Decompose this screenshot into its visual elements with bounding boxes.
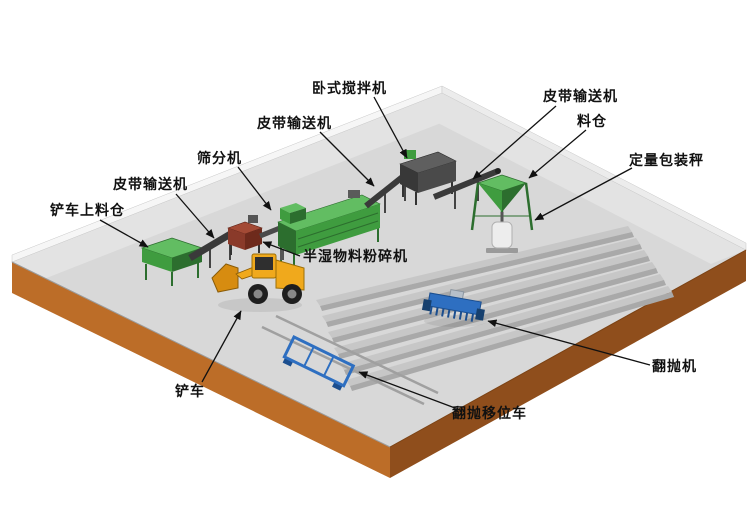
label-compost-turner: 翻抛机 bbox=[652, 358, 697, 374]
loader-shadow bbox=[218, 298, 302, 312]
label-loader-feed-hopper: 铲车上料仓 bbox=[50, 202, 125, 218]
cart-wheel bbox=[282, 357, 294, 367]
packing-scale bbox=[486, 212, 518, 253]
screen-motor bbox=[348, 190, 360, 198]
platform-side-right bbox=[390, 250, 746, 478]
label-belt-conveyor-middle: 皮带输送机 bbox=[257, 115, 332, 131]
windrow-row bbox=[334, 262, 658, 359]
platform bbox=[11, 85, 747, 478]
arrow-storage-silo bbox=[528, 129, 587, 179]
packing-bag bbox=[491, 221, 513, 249]
platform-aisle-right bbox=[407, 93, 746, 264]
arrow-wheel-loader bbox=[201, 310, 242, 383]
loader-engine-body bbox=[275, 259, 305, 291]
arrow-screening-machine bbox=[237, 166, 272, 211]
cart-rails bbox=[261, 314, 439, 406]
turner-tines bbox=[429, 306, 475, 322]
arrow-horizontal-mixer bbox=[373, 96, 408, 159]
turner-body bbox=[427, 292, 482, 316]
arrow-semi-wet-crusher bbox=[262, 241, 301, 257]
annotation-arrows bbox=[99, 96, 651, 409]
loader-bucket bbox=[211, 263, 239, 293]
arrow-compost-turner bbox=[487, 319, 651, 366]
turner-wheel-right bbox=[475, 308, 485, 321]
loader-cab-window bbox=[255, 257, 273, 270]
platform-front-edge-left bbox=[11, 261, 391, 448]
arrow-packing-scale bbox=[534, 167, 633, 221]
windrow-rows bbox=[316, 226, 674, 391]
windrow-row bbox=[328, 250, 650, 343]
platform-front-edge-right bbox=[389, 249, 747, 448]
label-belt-conveyor-right: 皮带输送机 bbox=[543, 88, 618, 104]
label-packing-scale: 定量包装秤 bbox=[629, 152, 704, 168]
cart-crossbars bbox=[303, 346, 335, 377]
scale-platform bbox=[486, 248, 518, 253]
label-screening-machine: 筛分机 bbox=[197, 150, 242, 166]
crusher-motor bbox=[248, 215, 258, 223]
windrow-row bbox=[340, 274, 666, 375]
arrow-belt-conveyor-middle bbox=[319, 131, 375, 187]
arrow-turner-shift-cart bbox=[358, 371, 456, 409]
windrow-row bbox=[316, 226, 634, 311]
compost-turner bbox=[421, 289, 488, 327]
label-semi-wet-crusher: 半湿物料粉碎机 bbox=[303, 248, 408, 264]
screen-feed-hopper bbox=[280, 203, 306, 224]
turner-shift-cart bbox=[282, 334, 356, 391]
cart-frame bbox=[282, 334, 356, 388]
mixer-motor bbox=[404, 150, 416, 159]
loader-exhaust bbox=[280, 250, 284, 260]
windrow-row bbox=[322, 238, 642, 327]
label-belt-conveyor-left: 皮带输送机 bbox=[113, 176, 188, 192]
windrow-row bbox=[346, 286, 674, 391]
arrow-belt-conveyor-left bbox=[175, 193, 215, 239]
wheel-loader bbox=[211, 250, 305, 312]
label-turner-shift-cart: 翻抛移位车 bbox=[452, 405, 527, 421]
head-pulley bbox=[495, 168, 501, 174]
transfer-chute bbox=[259, 225, 281, 239]
screening-machine bbox=[277, 190, 381, 269]
arrow-belt-conveyor-right bbox=[472, 105, 557, 180]
platform-back-wall-right bbox=[441, 85, 747, 251]
platform-aisle-left bbox=[12, 93, 474, 279]
cart-wheel bbox=[332, 381, 343, 391]
semi-wet-crusher bbox=[227, 215, 263, 255]
turner-wheel-left bbox=[421, 299, 432, 312]
platform-side-left bbox=[12, 262, 390, 478]
loader-feed-hopper bbox=[140, 237, 204, 286]
label-horizontal-mixer: 卧式搅拌机 bbox=[312, 80, 387, 96]
label-wheel-loader: 铲车 bbox=[175, 383, 205, 399]
label-storage-silo: 料仓 bbox=[577, 113, 607, 129]
arrow-loader-feed-hopper bbox=[99, 219, 149, 248]
